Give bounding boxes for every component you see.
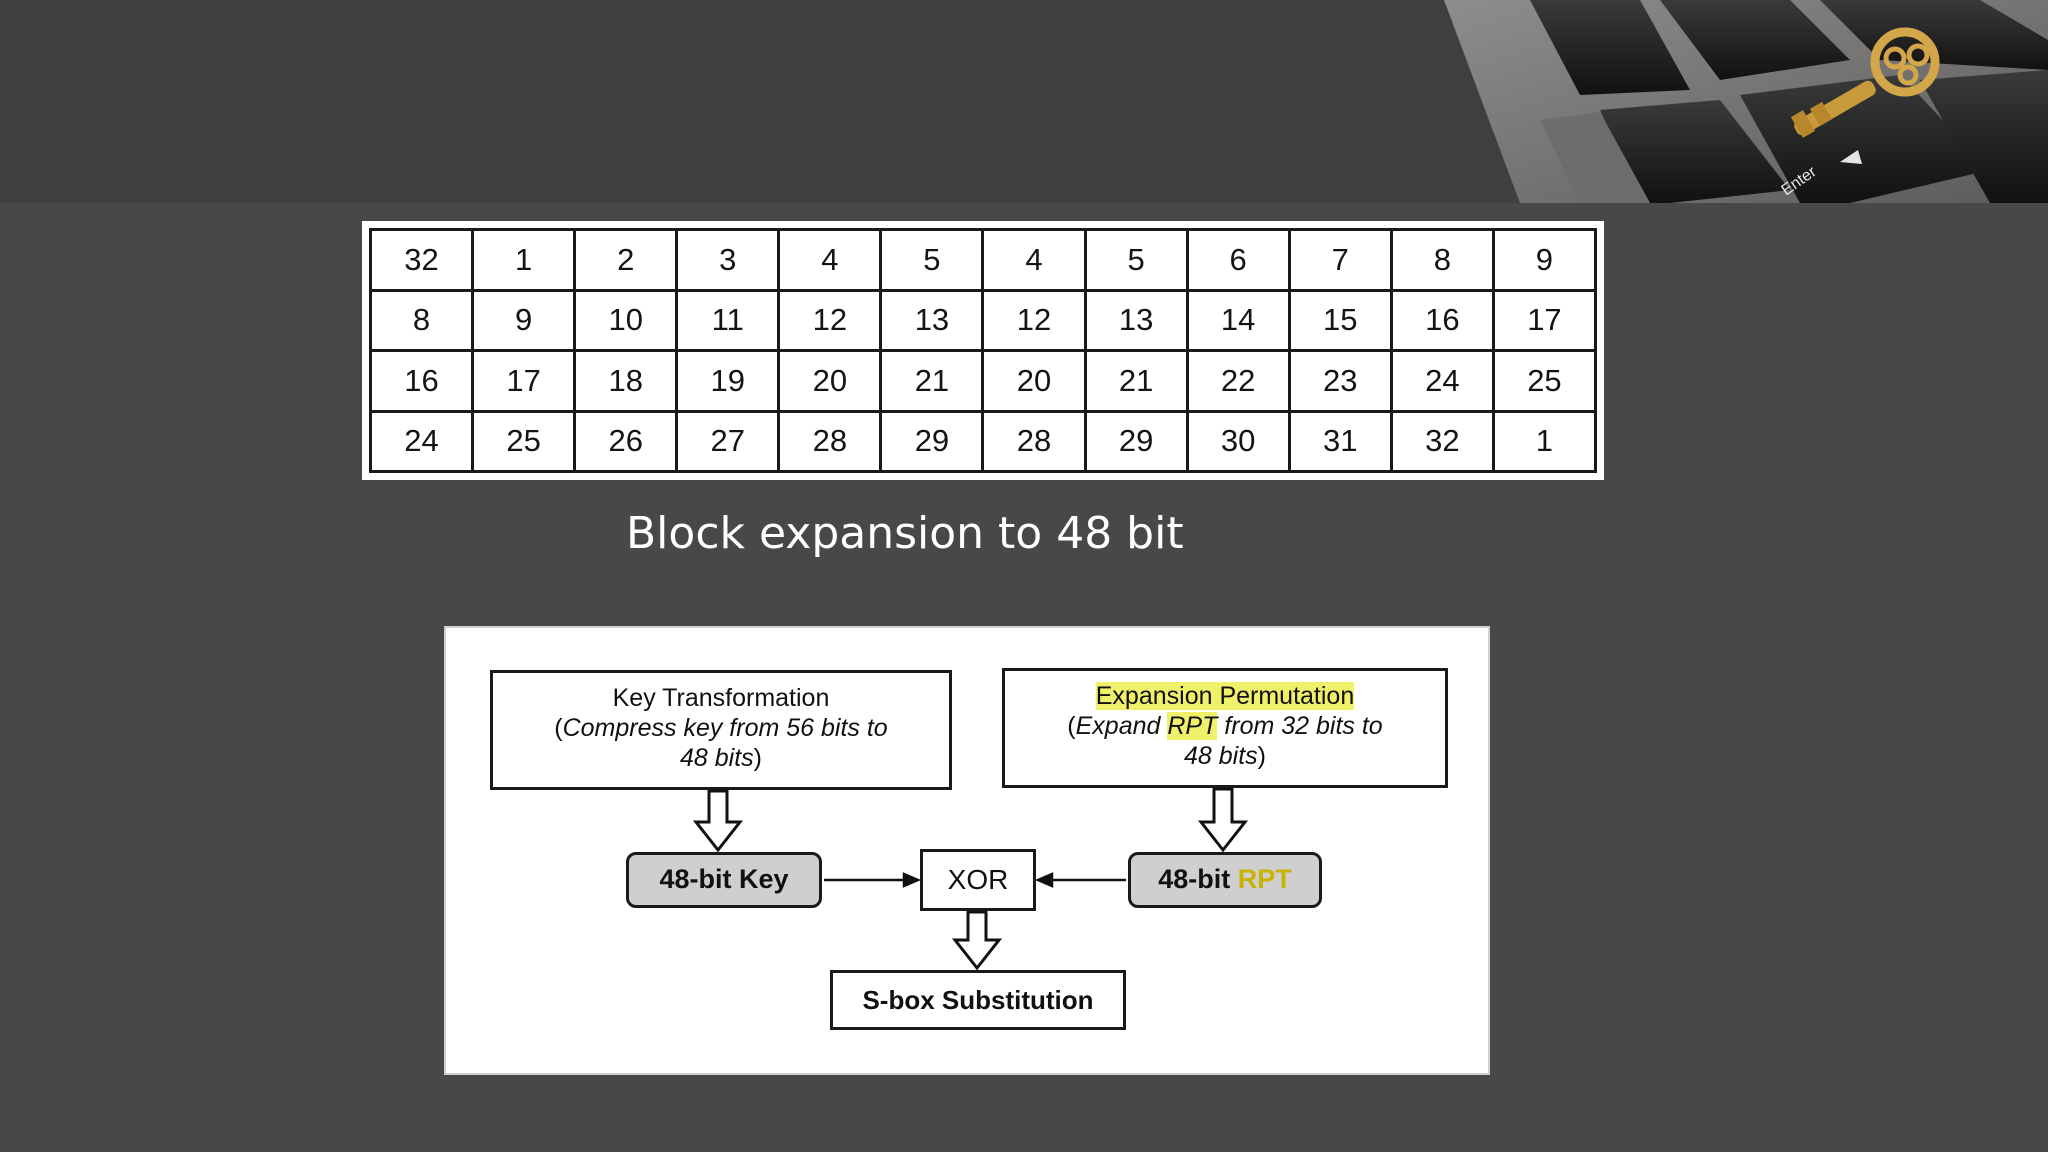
- table-cell: 32: [1389, 409, 1495, 473]
- key-transformation-box: Key Transformation (Compress key from 56…: [490, 670, 952, 790]
- table-cell: 11: [675, 288, 781, 352]
- table-cell: 15: [1287, 288, 1393, 352]
- table-cell: 1: [471, 228, 577, 292]
- table-cell: 16: [1389, 288, 1495, 352]
- table-cell: 17: [1491, 288, 1598, 352]
- diagram-arrows: [692, 787, 1249, 971]
- table-cell: 5: [1083, 228, 1189, 292]
- rpt-label: RPT: [1237, 864, 1292, 894]
- right-arrow-key-to-xor: [824, 872, 922, 888]
- header-keyboard-key-image: Enter: [1444, 0, 2048, 203]
- table-cell: 28: [981, 409, 1087, 473]
- table-cell: 9: [1491, 228, 1598, 292]
- expansion-permutation-title: Expansion Permutation: [1095, 682, 1355, 710]
- rpt-highlight: RPT: [1167, 712, 1218, 740]
- table-cell: 19: [675, 349, 781, 413]
- table-cell: 2: [573, 228, 679, 292]
- table-cell: 30: [1185, 409, 1291, 473]
- table-cell: 24: [368, 409, 475, 473]
- table-cell: 13: [879, 288, 985, 352]
- table-cell: 4: [777, 228, 883, 292]
- down-arrow-xor: [951, 910, 1003, 971]
- slide-caption: Block expansion to 48 bit: [626, 508, 1184, 559]
- table-cell: 21: [879, 349, 985, 413]
- table-cell: 28: [777, 409, 883, 473]
- down-arrow-key: [692, 789, 744, 853]
- table-cell: 18: [573, 349, 679, 413]
- table-cell: 17: [471, 349, 577, 413]
- table-cell: 24: [1389, 349, 1495, 413]
- table-cell: 8: [1389, 228, 1495, 292]
- table-cell: 8: [368, 288, 475, 352]
- table-cell: 26: [573, 409, 679, 473]
- key-transformation-desc-line2: 48 bits: [680, 744, 754, 772]
- table-cell: 1: [1491, 409, 1598, 473]
- key-transformation-desc-line1: Compress key from 56 bits to: [562, 714, 888, 742]
- table-cell: 20: [777, 349, 883, 413]
- table-cell: 32: [368, 228, 475, 292]
- table-cell: 27: [675, 409, 781, 473]
- table-cell: 12: [777, 288, 883, 352]
- table-cell: 20: [981, 349, 1087, 413]
- des-round-diagram: Key Transformation (Compress key from 56…: [444, 626, 1490, 1075]
- table-cell: 31: [1287, 409, 1393, 473]
- table-cell: 29: [1083, 409, 1189, 473]
- table-cell: 29: [879, 409, 985, 473]
- table-cell: 13: [1083, 288, 1189, 352]
- table-cell: 22: [1185, 349, 1291, 413]
- table-cell: 14: [1185, 288, 1291, 352]
- s-box-substitution-box: S-box Substitution: [830, 970, 1126, 1030]
- table-cell: 12: [981, 288, 1087, 352]
- table-cell: 7: [1287, 228, 1393, 292]
- expansion-permutation-box: Expansion Permutation (Expand RPT from 3…: [1002, 668, 1448, 788]
- table-cell: 16: [368, 349, 475, 413]
- table-cell: 25: [1491, 349, 1598, 413]
- key-transformation-title: Key Transformation: [612, 684, 830, 712]
- 48-bit-rpt-box: 48-bit RPT: [1128, 852, 1322, 908]
- left-arrow-rpt-to-xor: [1034, 872, 1126, 888]
- table-cell: 3: [675, 228, 781, 292]
- table-cell: 23: [1287, 349, 1393, 413]
- table-cell: 10: [573, 288, 679, 352]
- xor-box: XOR: [920, 849, 1036, 911]
- table-cell: 25: [471, 409, 577, 473]
- table-cell: 5: [879, 228, 985, 292]
- 48-bit-key-box: 48-bit Key: [626, 852, 822, 908]
- golden-key-icon: [1790, 27, 1940, 138]
- table-cell: 21: [1083, 349, 1189, 413]
- table-cell: 9: [471, 288, 577, 352]
- down-arrow-rpt: [1197, 787, 1249, 853]
- table-cell: 4: [981, 228, 1087, 292]
- table-cell: 6: [1185, 228, 1291, 292]
